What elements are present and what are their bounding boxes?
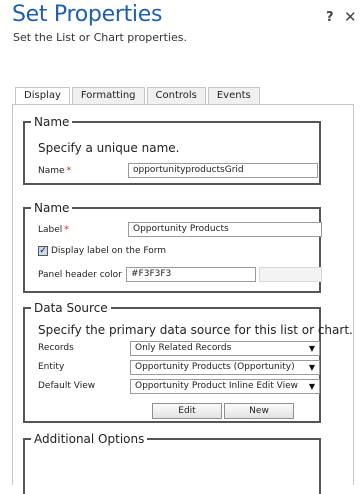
header-color-swatch[interactable] <box>259 267 322 282</box>
chevron-down-icon: ▼ <box>308 344 315 353</box>
display-label-checkbox[interactable]: ✓ <box>38 246 48 256</box>
new-view-button[interactable]: New <box>224 403 294 419</box>
display-label-checkbox-row[interactable]: ✓ Display label on the Form <box>38 244 166 258</box>
display-label-checkbox-label: Display label on the Form <box>51 246 167 256</box>
records-value: Only Related Records <box>135 343 232 353</box>
entity-value: Opportunity Products (Opportunity) <box>135 362 295 372</box>
chevron-down-icon: ▼ <box>308 363 315 372</box>
label-field-label: Label* <box>38 225 69 235</box>
label-label-text: Label <box>38 225 63 235</box>
label-section-legend: Name <box>34 201 70 215</box>
label-section: Name Label* Opportunity Products ✓ Displ… <box>23 201 322 293</box>
data-source-legend: Data Source <box>34 301 108 315</box>
display-tab-panel: Name Specify a unique name. Name* opport… <box>12 104 354 494</box>
help-icon[interactable]: ? <box>326 10 334 25</box>
edit-view-button[interactable]: Edit <box>152 403 222 419</box>
label-input[interactable]: Opportunity Products <box>128 222 322 237</box>
default-view-value: Opportunity Product Inline Edit View <box>135 381 299 391</box>
name-field-label: Name* <box>38 166 71 176</box>
default-view-select[interactable]: Opportunity Product Inline Edit View ▼ <box>130 379 320 394</box>
required-marker: * <box>64 225 69 235</box>
records-select[interactable]: Only Related Records ▼ <box>130 341 320 356</box>
data-source-section: Data Source Specify the primary data sou… <box>23 301 353 423</box>
tab-formatting[interactable]: Formatting <box>71 87 145 104</box>
chevron-down-icon: ▼ <box>308 382 315 391</box>
additional-options-legend: Additional Options <box>34 432 145 446</box>
tab-strip: Display Formatting Controls Events <box>15 87 262 106</box>
name-section-legend: Name <box>34 115 70 129</box>
data-source-description: Specify the primary data source for this… <box>38 323 353 337</box>
header-color-label: Panel header color <box>38 270 122 280</box>
default-view-label: Default View <box>38 381 96 391</box>
header-color-input[interactable]: #F3F3F3 <box>126 267 256 282</box>
close-icon[interactable]: ✕ <box>344 8 357 26</box>
tab-events[interactable]: Events <box>207 87 260 104</box>
additional-options-section: Additional Options <box>23 432 321 494</box>
entity-select[interactable]: Opportunity Products (Opportunity) ▼ <box>130 360 320 375</box>
entity-label: Entity <box>38 362 65 372</box>
tab-controls[interactable]: Controls <box>146 87 206 104</box>
dialog-subtitle: Set the List or Chart properties. <box>13 31 187 44</box>
name-section: Name Specify a unique name. Name* opport… <box>23 115 321 185</box>
required-marker: * <box>66 166 72 176</box>
dialog-title: Set Properties <box>12 2 163 27</box>
name-section-description: Specify a unique name. <box>38 141 180 155</box>
name-input[interactable]: opportunityproductsGrid <box>128 163 318 178</box>
name-label-text: Name <box>38 166 65 176</box>
records-label: Records <box>38 343 74 353</box>
tab-display[interactable]: Display <box>15 87 70 106</box>
